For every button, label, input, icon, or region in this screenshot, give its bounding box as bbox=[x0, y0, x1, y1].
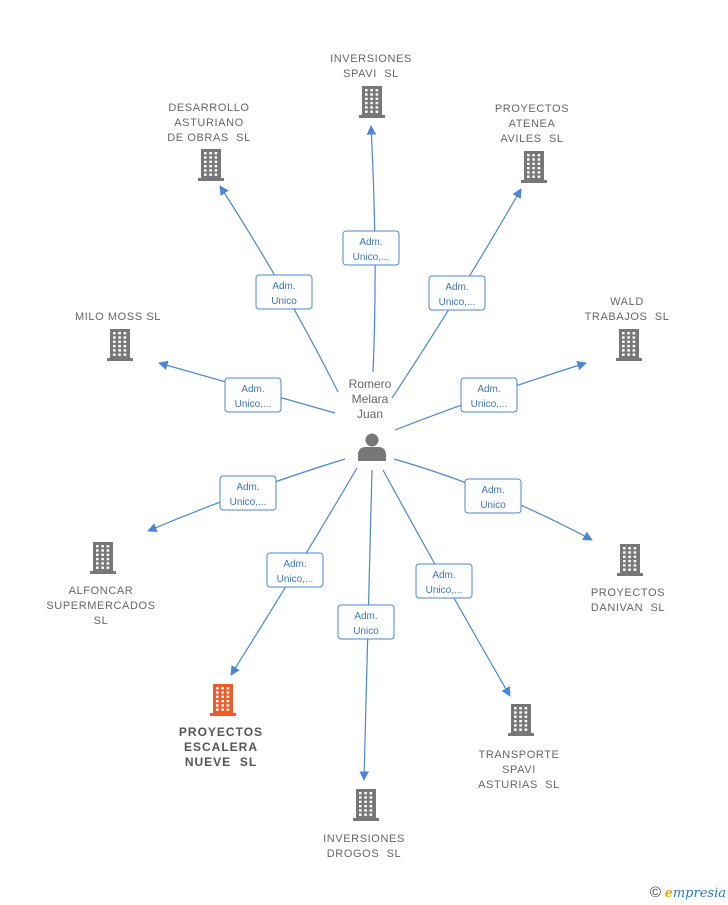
company-name-line-2: ESCALERA bbox=[184, 740, 258, 754]
company-node-inversiones-drogos[interactable]: INVERSIONES DROGOS SL bbox=[323, 789, 405, 860]
company-node-desarrollo-asturiano[interactable]: DESARROLLO ASTURIANO DE OBRAS SL bbox=[167, 102, 251, 181]
company-name-line-1: ALFONCAR bbox=[69, 585, 134, 597]
role-badge-line-1: Adm. bbox=[241, 384, 264, 395]
role-badge-line-1: Adm. bbox=[477, 384, 500, 395]
company-node-transporte-spavi[interactable]: TRANSPORTE SPAVI ASTURIAS SL bbox=[478, 704, 560, 791]
role-badge-line-1: Adm. bbox=[432, 570, 455, 581]
building-icon bbox=[521, 151, 547, 183]
role-badge-box bbox=[255, 274, 313, 310]
role-badge-line-1: Adm. bbox=[354, 611, 377, 622]
company-name-line-2: SPAVI bbox=[502, 764, 536, 776]
badges-layer: Adm.Unico,...Adm.UnicoAdm.Unico,...Adm.U… bbox=[219, 230, 522, 640]
person-name-line-2: Melara bbox=[352, 392, 389, 406]
role-badge-line-2: Unico bbox=[353, 626, 379, 637]
company-name-line-3: SL bbox=[94, 615, 109, 627]
role-badge-line-1: Adm. bbox=[283, 559, 306, 570]
company-name-line-3: NUEVE SL bbox=[185, 755, 257, 769]
role-badge-line-2: Unico,... bbox=[235, 399, 272, 410]
company-node-proyectos-danivan[interactable]: PROYECTOS DANIVAN SL bbox=[591, 544, 665, 614]
role-badge-proyectos-escalera[interactable]: Adm. Unico,... bbox=[266, 552, 324, 588]
building-icon bbox=[107, 329, 133, 361]
role-badge-box bbox=[464, 478, 522, 514]
person-name-line-1: Romero bbox=[349, 377, 392, 391]
person-name-line-3: Juan bbox=[357, 407, 383, 421]
role-badge-line-2: Unico,... bbox=[426, 585, 463, 596]
role-badge-box bbox=[415, 563, 473, 599]
company-name-line-1: MILO MOSS SL bbox=[75, 311, 161, 323]
role-badge-line-2: Unico,... bbox=[277, 574, 314, 585]
company-name-line-3: DE OBRAS SL bbox=[167, 132, 251, 144]
footer-brand: © empresia bbox=[650, 884, 726, 901]
building-icon bbox=[353, 789, 379, 821]
role-badge-box bbox=[219, 475, 277, 511]
company-node-alfoncar[interactable]: ALFONCAR SUPERMERCADOS SL bbox=[46, 542, 155, 627]
company-name-line-1: WALD bbox=[610, 296, 644, 308]
role-badge-line-1: Adm. bbox=[236, 482, 259, 493]
company-name-line-2: DROGOS SL bbox=[327, 848, 401, 860]
building-icon bbox=[90, 542, 116, 574]
company-node-wald-trabajos[interactable]: WALD TRABAJOS SL bbox=[585, 296, 670, 361]
person-icon bbox=[358, 433, 386, 461]
role-badge-line-2: Unico,... bbox=[353, 252, 390, 263]
role-badge-box bbox=[266, 552, 324, 588]
company-name-line-2: TRABAJOS SL bbox=[585, 311, 670, 323]
company-name-line-1: DESARROLLO bbox=[168, 102, 249, 114]
company-name-line-2: ASTURIANO bbox=[174, 117, 244, 129]
building-icon bbox=[198, 149, 224, 181]
role-badge-line-2: Unico,... bbox=[230, 497, 267, 508]
role-badge-proyectos-danivan[interactable]: Adm. Unico bbox=[464, 478, 522, 514]
company-name-line-2: SUPERMERCADOS bbox=[46, 600, 155, 612]
role-badge-proyectos-atenea[interactable]: Adm. Unico,... bbox=[428, 275, 486, 311]
role-badge-box bbox=[224, 377, 282, 413]
company-name-line-1: PROYECTOS bbox=[495, 103, 569, 115]
role-badge-box bbox=[342, 230, 400, 266]
company-name-line-1: INVERSIONES bbox=[323, 833, 405, 845]
brand-logo: empresia bbox=[664, 886, 726, 901]
role-badge-alfoncar[interactable]: Adm. Unico,... bbox=[219, 475, 277, 511]
company-name-line-2: ATENEA bbox=[509, 118, 556, 130]
company-node-inversiones-spavi[interactable]: INVERSIONES SPAVI SL bbox=[330, 53, 412, 118]
role-badge-box bbox=[460, 377, 518, 413]
role-badge-line-2: Unico,... bbox=[439, 297, 476, 308]
role-badge-line-2: Unico,... bbox=[471, 399, 508, 410]
role-badge-box bbox=[428, 275, 486, 311]
role-badge-inversiones-spavi[interactable]: Adm. Unico,... bbox=[342, 230, 400, 266]
role-badge-inversiones-drogos[interactable]: Adm. Unico bbox=[337, 604, 395, 640]
building-icon bbox=[210, 684, 236, 716]
company-name-line-1: PROYECTOS bbox=[179, 725, 263, 739]
building-icon bbox=[616, 329, 642, 361]
role-badge-line-2: Unico bbox=[271, 296, 297, 307]
building-icon bbox=[508, 704, 534, 736]
role-badge-desarrollo-asturiano[interactable]: Adm. Unico bbox=[255, 274, 313, 310]
role-badge-line-1: Adm. bbox=[445, 282, 468, 293]
company-node-milo-moss[interactable]: MILO MOSS SL bbox=[75, 311, 161, 361]
company-name-line-3: ASTURIAS SL bbox=[478, 779, 560, 791]
company-name-line-1: INVERSIONES bbox=[330, 53, 412, 65]
company-name-line-1: TRANSPORTE bbox=[479, 749, 560, 761]
role-badge-line-2: Unico bbox=[480, 500, 506, 511]
company-name-line-2: DANIVAN SL bbox=[591, 602, 665, 614]
center-person[interactable]: Romero Melara Juan bbox=[349, 377, 392, 461]
role-badge-transporte-spavi[interactable]: Adm. Unico,... bbox=[415, 563, 473, 599]
role-badge-line-1: Adm. bbox=[359, 237, 382, 248]
role-badge-line-1: Adm. bbox=[481, 485, 504, 496]
copyright-icon: © bbox=[649, 884, 661, 901]
role-badge-box bbox=[337, 604, 395, 640]
company-node-proyectos-atenea[interactable]: PROYECTOS ATENEA AVILES SL bbox=[495, 103, 569, 183]
building-icon bbox=[617, 544, 643, 576]
building-icon bbox=[359, 86, 385, 118]
company-name-line-2: SPAVI SL bbox=[343, 68, 399, 80]
company-name-line-1: PROYECTOS bbox=[591, 587, 665, 599]
company-name-line-3: AVILES SL bbox=[500, 133, 563, 145]
role-badge-wald-trabajos[interactable]: Adm. Unico,... bbox=[460, 377, 518, 413]
role-badge-milo-moss[interactable]: Adm. Unico,... bbox=[224, 377, 282, 413]
role-badge-line-1: Adm. bbox=[272, 281, 295, 292]
